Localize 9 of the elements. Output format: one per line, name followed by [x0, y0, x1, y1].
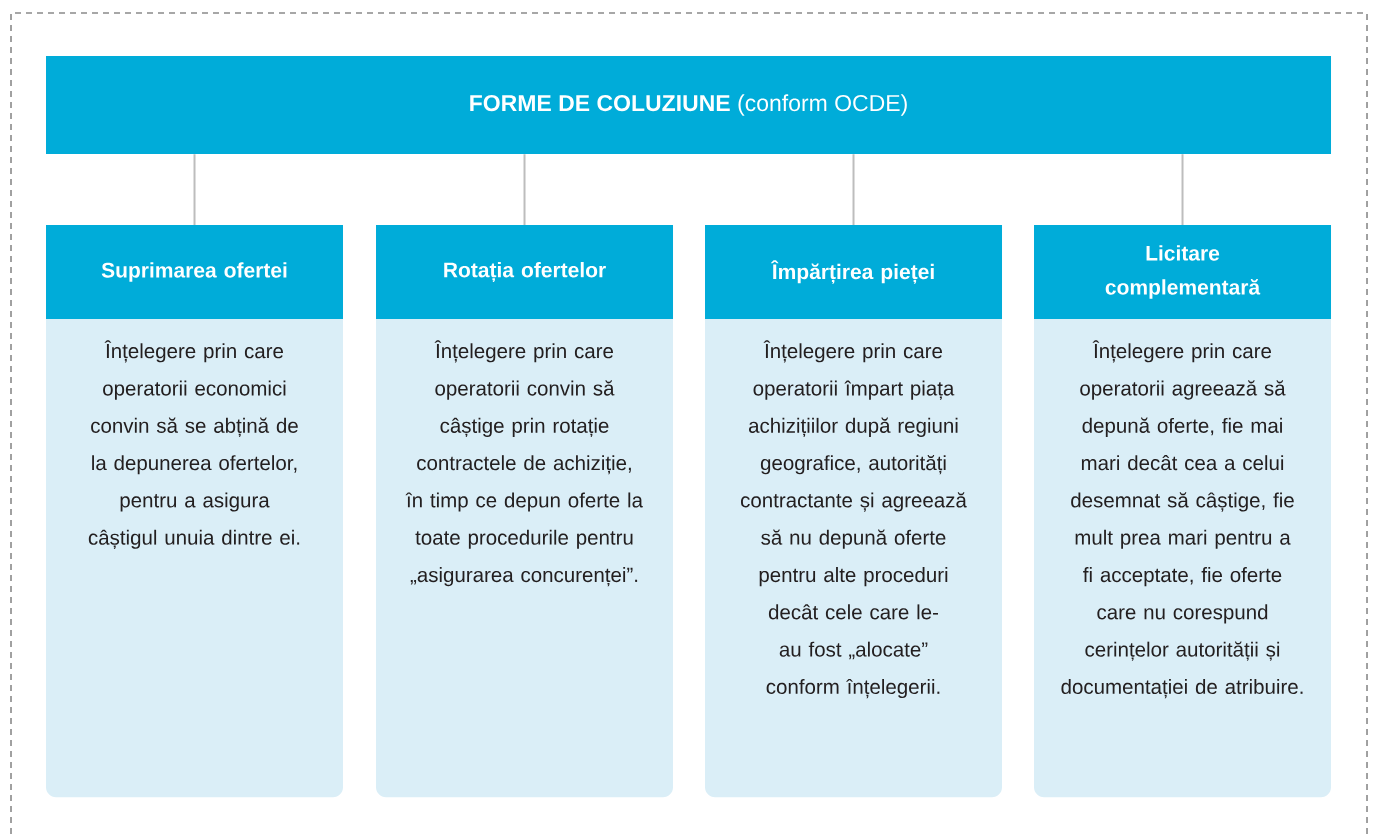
connector-line	[852, 153, 855, 226]
connector-line	[1181, 153, 1184, 226]
connector-line	[523, 153, 526, 226]
connector-line	[193, 153, 196, 226]
category-card: Rotația ofertelor Înțelegere prin care operatorii convin să câștige prin rotație contractele de achiziție, în timp ce depun oferte la toate procedurile pentru „asigurarea concurenței”.	[376, 225, 673, 798]
category-card: Suprimarea ofertei Înțelegere prin care operatorii economici convin să se abțină de la depunerea ofertelor, pentru a asigura câștigul unuia dintre ei.	[46, 225, 343, 798]
title-banner: FORME DE COLUZIUNE (conform OCDE)	[46, 56, 1331, 154]
category-card: Împărțirea pieței Înțelegere prin care operatorii împart piața achizițiilor după regiuni geografice, autorități contractante și agreează să nu depună oferte pentru alte proceduri decât cele care le-au fost „alocate” conform înțelegerii.	[705, 225, 1002, 798]
category-card: Licitare complementară Înțelegere prin care operatorii agreează să depună oferte, fie mai mari decât cea a celui desemnat să câștige, fie mult prea mari pentru a fi acceptate, fie oferte care nu corespund cerințelor autorității și documentației de atribuire.	[1034, 225, 1331, 798]
